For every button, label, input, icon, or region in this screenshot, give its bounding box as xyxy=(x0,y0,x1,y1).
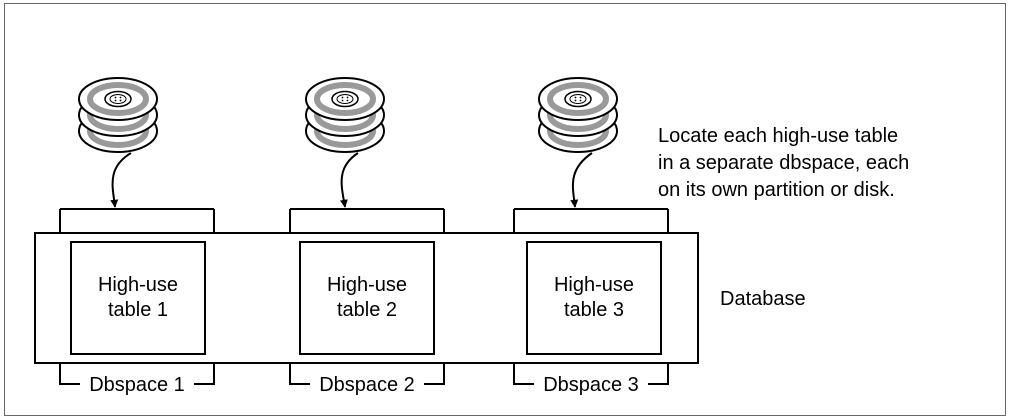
database-box xyxy=(34,232,699,364)
arrow-disk3-to-dbspace3 xyxy=(570,152,593,208)
disk-stack-3 xyxy=(539,78,617,152)
dbspace-2-label: Dbspace 2 xyxy=(319,374,415,396)
dbspace-1-bottom-bracket xyxy=(59,363,215,385)
annotation-text: Locate each high-use table in a separate… xyxy=(658,125,909,201)
disk-stack-1 xyxy=(79,78,157,152)
high-use-table-3: High-use table 3 xyxy=(526,241,662,355)
annotation-line-3: on its own partition or disk. xyxy=(658,179,895,201)
dbspace-2-bottom-bracket xyxy=(289,363,445,385)
dbspace-1-top-bracket xyxy=(59,208,215,233)
high-use-table-2: High-use table 2 xyxy=(299,241,435,355)
table-2-line-1: High-use xyxy=(327,274,407,296)
arrow-disk1-to-dbspace1 xyxy=(110,152,132,208)
table-2-line-2: table 2 xyxy=(337,299,397,321)
high-use-table-1: High-use table 1 xyxy=(70,241,206,355)
table-3-line-2: table 3 xyxy=(564,299,624,321)
dbspace-1-label: Dbspace 1 xyxy=(89,374,185,396)
annotation-line-1: Locate each high-use table xyxy=(658,125,898,147)
dbspace-3-bottom-bracket xyxy=(513,363,669,385)
dbspace-3-top-bracket xyxy=(513,208,669,233)
dbspace-3-label: Dbspace 3 xyxy=(543,374,639,396)
arrow-disk2-to-dbspace2 xyxy=(339,152,359,208)
table-1-line-1: High-use xyxy=(98,274,178,296)
annotation-line-2: in a separate dbspace, each xyxy=(658,152,909,174)
table-3-line-1: High-use xyxy=(554,274,634,296)
database-label: Database xyxy=(720,288,806,310)
table-1-line-2: table 1 xyxy=(108,299,168,321)
disk-stack-2 xyxy=(306,78,384,152)
dbspace-2-top-bracket xyxy=(289,208,445,233)
